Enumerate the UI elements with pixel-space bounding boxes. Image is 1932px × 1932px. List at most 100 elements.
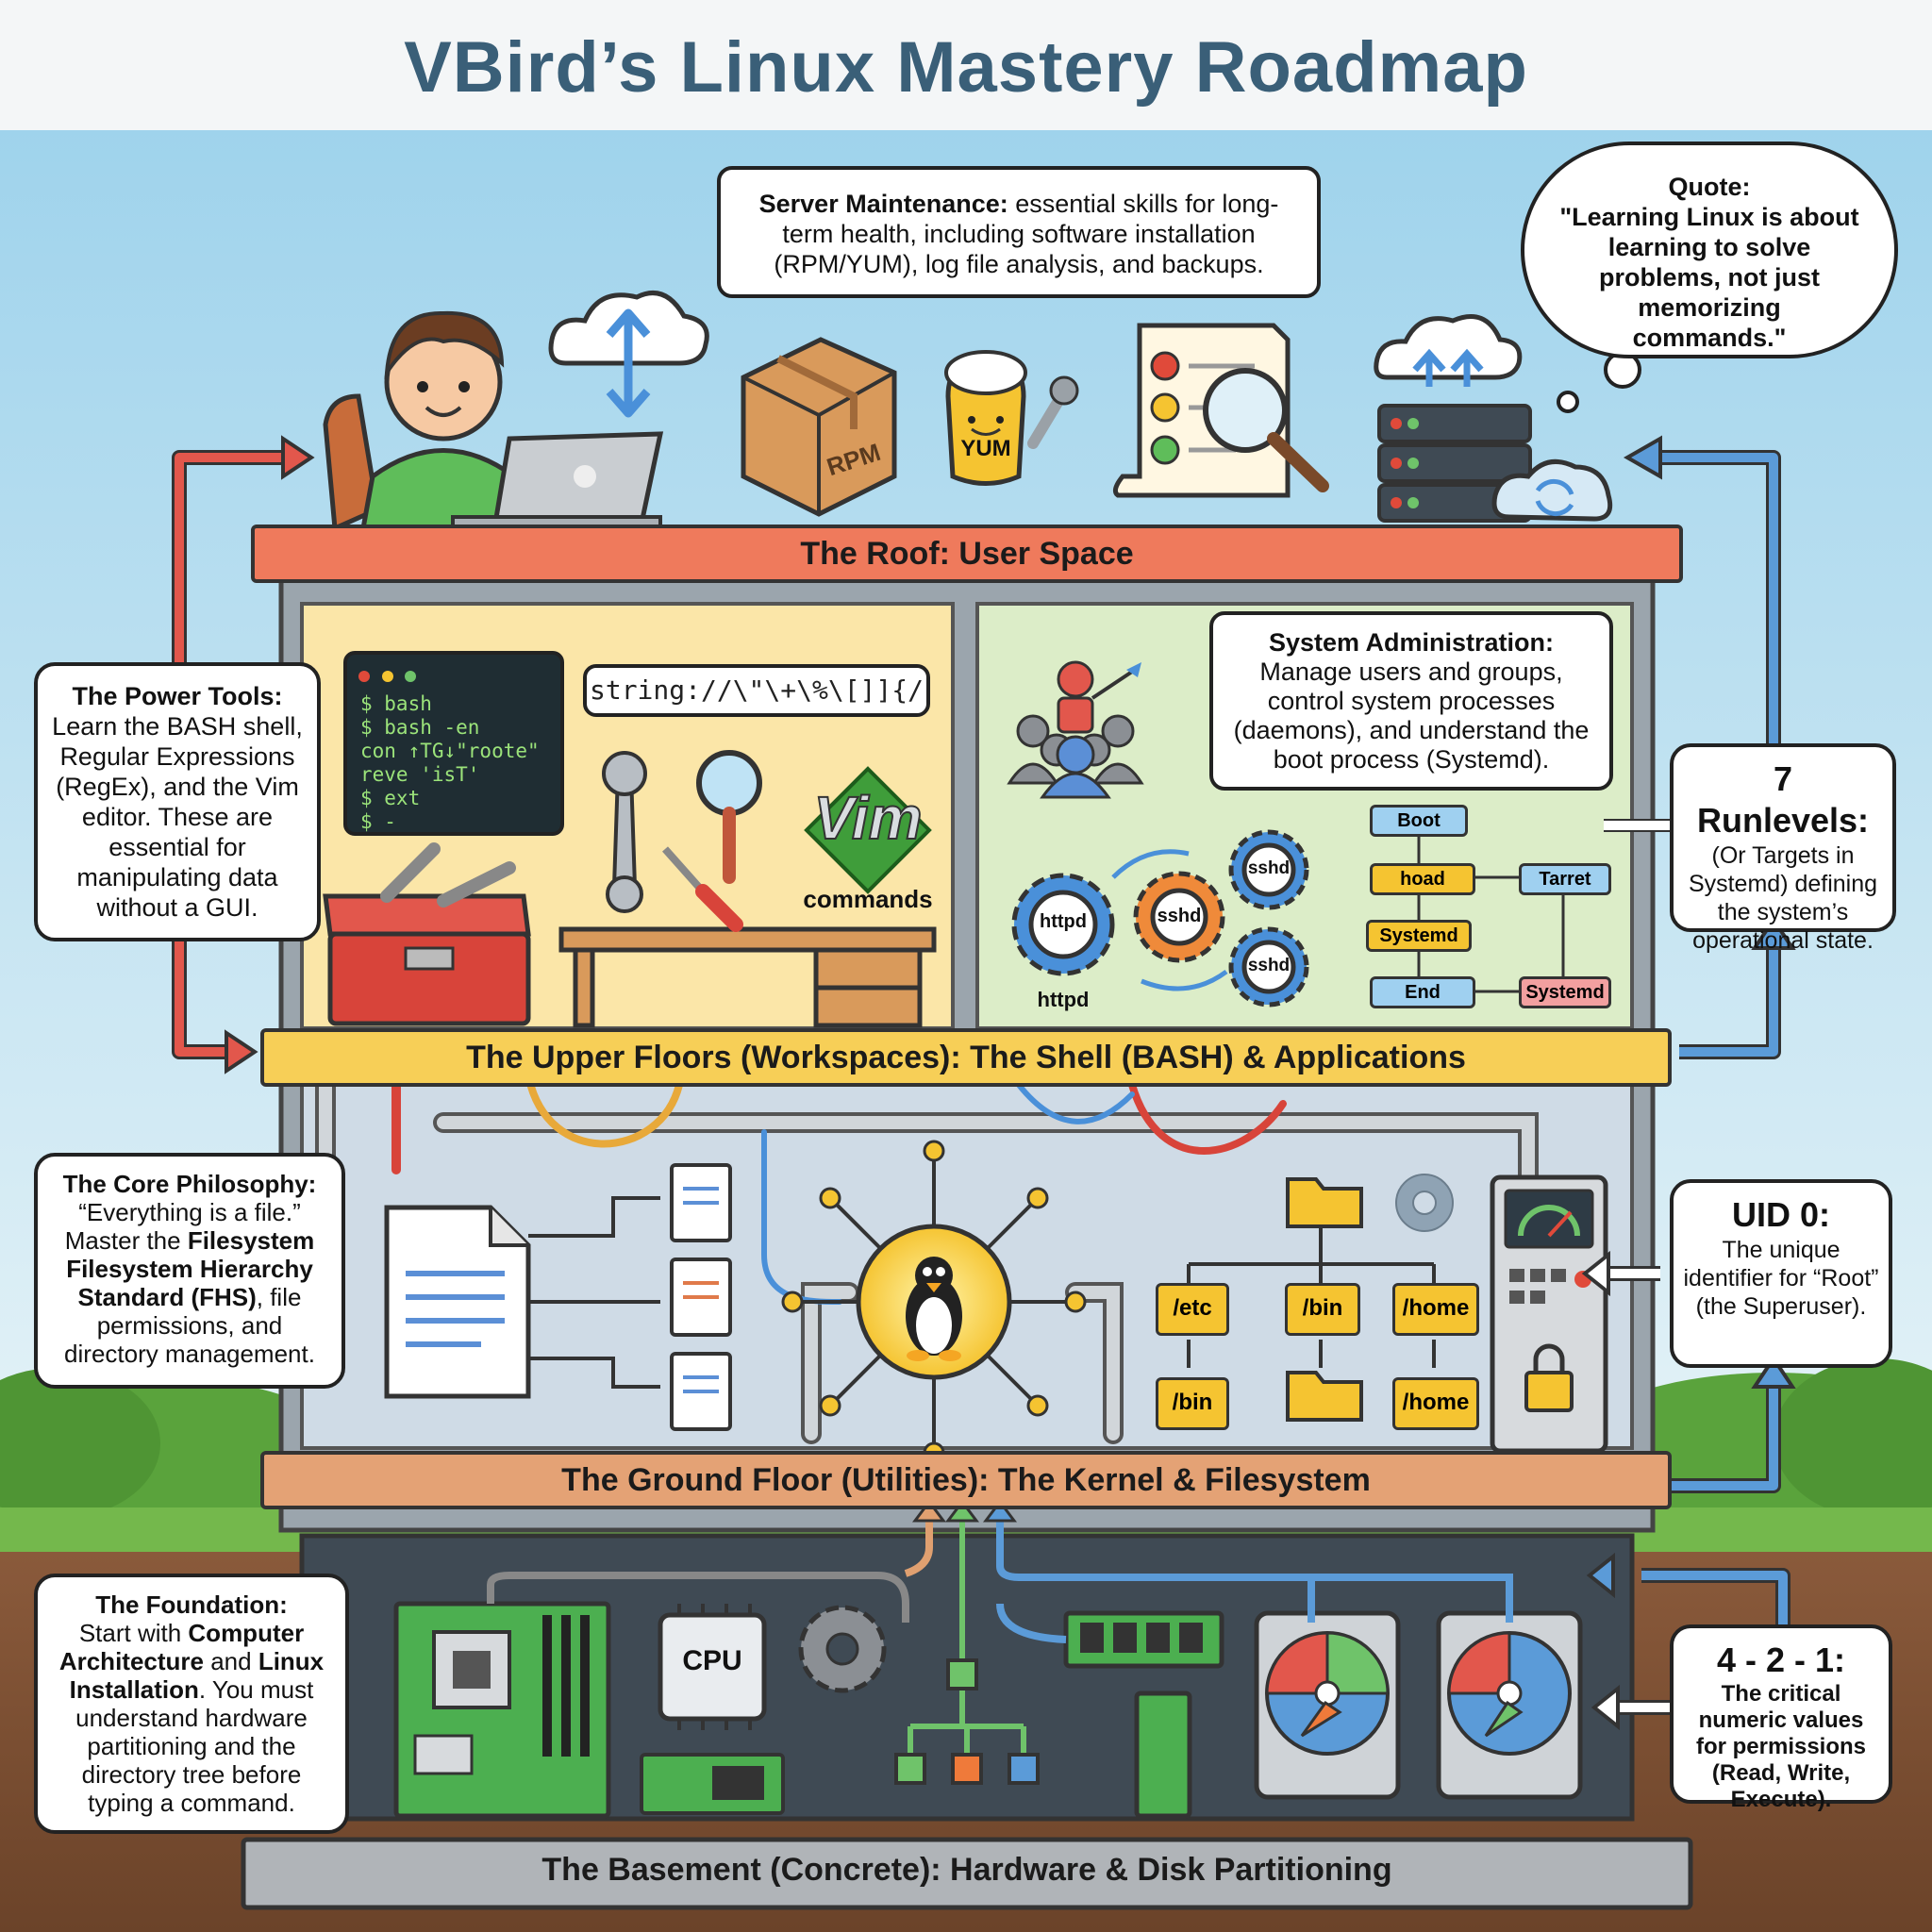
cpu-chip-icon — [640, 1604, 785, 1815]
pipes — [315, 1072, 1539, 1444]
foundation-callout: The Foundation: Start with Computer Arch… — [34, 1574, 349, 1834]
magnifier-icon — [696, 750, 762, 884]
boot-flow-step: Systemd — [1519, 976, 1611, 1008]
upper-floor-beam: The Upper Floors (Workspaces): The Shell… — [260, 1028, 1672, 1087]
permissions-callout: 4 - 2 - 1: The critical numeric values f… — [1670, 1624, 1892, 1812]
yum-mascot-icon — [944, 350, 1079, 486]
gear-label-httpd: httpd — [1040, 911, 1087, 932]
folder-home: /home — [1392, 1283, 1479, 1336]
core-philosophy-bold2: Filesystem Hierarchy Standard (FHS) — [66, 1255, 313, 1311]
gear-label-sshd: sshd — [1247, 858, 1291, 878]
roof-beam: The Roof: User Space — [251, 525, 1683, 583]
core-philosophy-rest: , file permissions, and directory manage… — [64, 1283, 315, 1368]
yum-mascot-label: YUM — [960, 436, 1011, 461]
terminal-line: $ bash -en — [360, 716, 480, 739]
server-maintenance-text: essential skills for long-term health, i… — [774, 190, 1279, 278]
folder-bin: /bin — [1156, 1377, 1229, 1430]
terminal-min-dot — [381, 671, 393, 682]
cloud-sync-icon — [548, 291, 709, 418]
foundation-bold1: Computer Architecture — [58, 1619, 305, 1675]
basement-up-arrows — [912, 1499, 1017, 1523]
backup-server-icon — [1374, 314, 1613, 523]
utility-meter-panel — [1490, 1174, 1608, 1454]
vim-logo-icon — [804, 766, 932, 894]
basement-beam: The Basement (Concrete): Hardware & Disk… — [541, 1852, 1392, 1888]
folder-home: /home — [1392, 1377, 1479, 1430]
header-band — [0, 0, 1932, 130]
settings-gear-icon — [1395, 1174, 1454, 1232]
page-title: VBird’s Linux Mastery Roadmap — [404, 27, 1528, 108]
regex-speech-bubble: string://\"\+\%\[]]{/ — [583, 664, 930, 717]
runlevels-callout: 7 Runlevels: (Or Targets in Systemd) def… — [1670, 743, 1896, 954]
ram-stick-icon — [1063, 1610, 1224, 1819]
system-administration-heading: System Administration: — [1268, 628, 1555, 657]
arrow-heads — [225, 435, 1796, 1731]
cpu-label: CPU — [682, 1645, 742, 1676]
core-philosophy-bold1: Filesystem — [187, 1226, 315, 1255]
permissions-text: The critical numeric values for permissi… — [1695, 1681, 1867, 1812]
core-philosophy-body: Master the Filesystem Filesystem Hierarc… — [47, 1226, 332, 1368]
vim-caption: commands — [803, 885, 933, 913]
desk-icon — [558, 926, 937, 1028]
quote-thought-bubble: Quote: "Learning Linux is about learning… — [1521, 142, 1898, 358]
network-tree-icon — [908, 1519, 1026, 1755]
daemon-gears — [1011, 829, 1309, 1008]
core-philosophy-heading: The Core Philosophy: — [62, 1170, 317, 1198]
runlevels-heading: 7 Runlevels: — [1696, 759, 1870, 840]
screwdriver-icon — [662, 846, 743, 932]
system-administration-callout: System Administration: Manage users and … — [1209, 611, 1613, 791]
terminal-line: $ ext — [360, 787, 421, 809]
runlevels-text: (Or Targets in Systemd) defining the sys… — [1688, 842, 1878, 954]
toolbox-icon — [323, 842, 531, 1026]
power-tools-text: Learn the BASH shell, Regular Expression… — [52, 712, 303, 922]
core-philosophy-callout: The Core Philosophy: “Everything is a fi… — [34, 1153, 345, 1389]
vim-logo-text: Vim — [813, 783, 924, 853]
uid0-callout: UID 0: The unique identifier for “Root” … — [1670, 1179, 1892, 1368]
terminal-line: reve 'isT' — [360, 763, 480, 786]
foundation-mid: and — [203, 1647, 258, 1675]
permissions-heading: 4 - 2 - 1: — [1716, 1641, 1846, 1679]
hardware-gear-icon — [798, 1605, 887, 1693]
foundation-pre: Start with — [78, 1619, 189, 1647]
gear-label-sshd: sshd — [1247, 956, 1291, 975]
folder-etc: /etc — [1156, 1283, 1229, 1336]
system-administration-text: Manage users and groups, control system … — [1233, 658, 1590, 774]
fhs-tree — [1187, 1217, 1436, 1368]
server-maintenance-heading: Server Maintenance: — [758, 190, 1008, 218]
folder-bin: /bin — [1285, 1283, 1360, 1336]
boot-flow-arrows — [1417, 835, 1565, 993]
kernel-tux-icon — [781, 1140, 1087, 1464]
terminal-buttons — [358, 664, 417, 688]
terminal-close-dot — [358, 671, 370, 682]
wrench-icon — [602, 751, 647, 913]
basement-pipes — [487, 1519, 1513, 1643]
disk-partition-icon — [1254, 1610, 1583, 1800]
folder-icons — [1286, 1177, 1363, 1422]
users-group-icon — [1007, 660, 1144, 799]
uid0-heading: UID 0: — [1731, 1195, 1830, 1234]
bash-terminal: $ bash $ bash -en con ↑TG↓"roote" reve '… — [343, 651, 564, 836]
quote-heading: Quote: — [1668, 173, 1751, 201]
server-maintenance-callout: Server Maintenance: essential skills for… — [717, 166, 1321, 298]
rpm-package-icon — [741, 337, 897, 517]
foundation-post: . You must understand hardware partition… — [75, 1675, 314, 1817]
quote-text: "Learning Linux is about learning to sol… — [1559, 203, 1859, 352]
log-file-icon — [1112, 323, 1329, 498]
foundation-bold2: Linux Installation — [69, 1647, 325, 1704]
ground-floor-beam: The Ground Floor (Utilities): The Kernel… — [260, 1451, 1672, 1509]
power-tools-callout: The Power Tools: Learn the BASH shell, R… — [34, 662, 321, 941]
document-icon — [384, 1163, 732, 1431]
boot-flow-step: End — [1370, 976, 1475, 1008]
terminal-line: $ bash — [360, 692, 432, 715]
boot-flow-step: Tarret — [1519, 863, 1611, 895]
foundation-body: Start with Computer Architecture and Lin… — [47, 1619, 336, 1817]
power-tools-heading: The Power Tools: — [72, 682, 283, 710]
core-philosophy-quote: “Everything is a file.” — [78, 1198, 301, 1226]
core-philosophy-pre: Master the — [64, 1226, 188, 1255]
foundation-heading: The Foundation: — [95, 1591, 288, 1619]
gear-caption: httpd — [1037, 988, 1090, 1011]
boot-flow-step: hoad — [1370, 863, 1475, 895]
boot-flow-step: Boot — [1370, 805, 1468, 837]
